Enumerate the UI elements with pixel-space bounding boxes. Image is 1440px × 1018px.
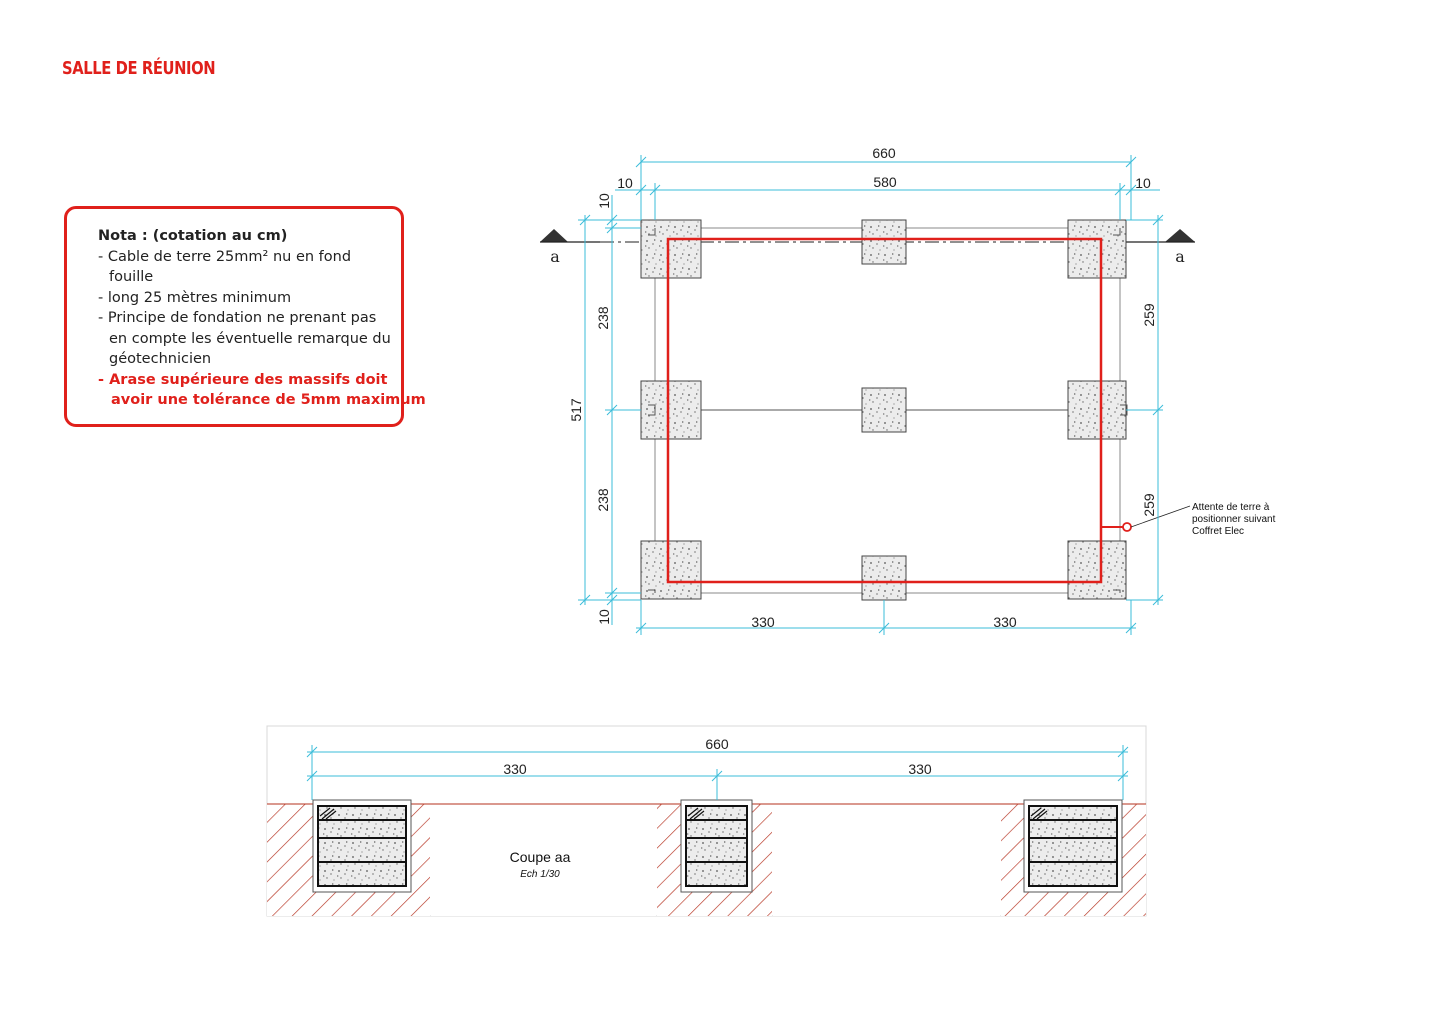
plan-dimensions xyxy=(578,155,1164,635)
page-title: SALLE DE RÉUNION xyxy=(62,58,216,79)
annotation-line: positionner suivant xyxy=(1192,514,1276,525)
earth-connection-icon xyxy=(1122,522,1132,532)
section-marker-right: a xyxy=(1175,247,1185,266)
section-title: Coupe aa xyxy=(510,849,571,865)
section-view: 660 330 330 Coupe aa Ech 1/30 xyxy=(266,725,1147,917)
section-arrow-left-icon xyxy=(540,229,568,242)
dim-right-lower: 259 xyxy=(1141,493,1157,517)
dim-left-lower: 238 xyxy=(595,488,611,512)
dim-top-margin: 10 xyxy=(596,193,612,209)
footing-block xyxy=(861,555,907,601)
nota-warning-line: - Arase supérieure des massifs doit xyxy=(98,371,388,388)
nota-line: - Cable de terre 25mm² nu en fond xyxy=(98,248,352,265)
dim-total-height: 517 xyxy=(568,398,584,422)
dim-bottom-left: 330 xyxy=(751,614,775,630)
footing-block xyxy=(1067,380,1127,440)
earth-cable xyxy=(666,237,1103,584)
dim-inner-width: 580 xyxy=(873,174,897,190)
plan-view: a a Attente de terre à positionner suiva… xyxy=(540,145,1276,635)
section-dimensions xyxy=(306,745,1129,800)
nota-line: - Principe de fondation ne prenant pas xyxy=(98,310,377,326)
nota-line: en compte les éventuelle remarque du xyxy=(109,330,391,347)
dim-left-margin: 10 xyxy=(617,175,633,191)
section-marker-left: a xyxy=(550,247,560,266)
dim-total-width: 660 xyxy=(872,145,896,161)
section-dim-left: 330 xyxy=(503,761,527,777)
dim-bottom-right: 330 xyxy=(993,614,1017,630)
footing-block xyxy=(1067,540,1127,600)
section-scale: Ech 1/30 xyxy=(520,869,560,880)
section-arrow-right-icon xyxy=(1165,229,1195,242)
nota-box xyxy=(64,206,404,427)
footing-block xyxy=(861,387,907,433)
footing-block xyxy=(861,219,907,265)
annotation-line: Coffret Elec xyxy=(1192,526,1244,537)
footing-block xyxy=(1067,219,1127,279)
section-dim-right: 330 xyxy=(908,761,932,777)
section-footing xyxy=(680,799,753,893)
annotation-line: Attente de terre à xyxy=(1192,502,1270,513)
nota-line: géotechnicien xyxy=(109,351,212,367)
footing-block xyxy=(640,380,702,440)
dim-left-upper: 238 xyxy=(595,306,611,330)
nota-line: fouille xyxy=(109,269,154,285)
dim-right-upper: 259 xyxy=(1141,303,1157,327)
nota-line: - long 25 mètres minimum xyxy=(98,289,292,306)
dim-right-margin: 10 xyxy=(1135,175,1151,191)
dim-bottom-margin: 10 xyxy=(596,609,612,625)
nota-warning-line: avoir une tolérance de 5mm maximum xyxy=(111,392,426,408)
footing-block xyxy=(640,219,702,279)
section-footing xyxy=(312,799,412,893)
nota-text: Nota : (cotation au cm) - Cable de terre… xyxy=(98,226,426,411)
footing-block xyxy=(640,540,702,600)
section-footing xyxy=(1023,799,1123,893)
nota-title: Nota : (cotation au cm) xyxy=(98,228,288,244)
section-dim-total: 660 xyxy=(705,736,729,752)
